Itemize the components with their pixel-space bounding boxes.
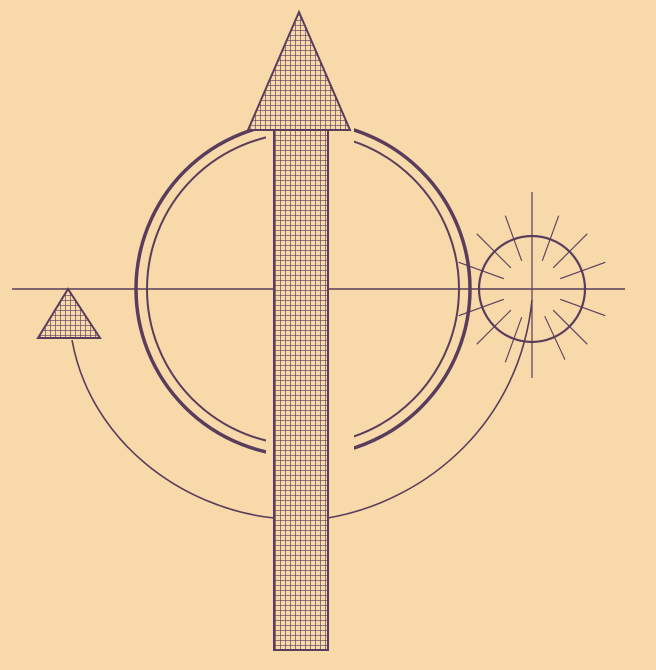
arrow-head <box>248 12 350 130</box>
sun-ray <box>477 234 511 268</box>
sun-ray <box>553 234 587 268</box>
radiating-sun-circle <box>459 192 606 378</box>
vertical-hatched-arrow <box>248 12 350 650</box>
sun-ray <box>553 310 587 344</box>
arrow-shaft <box>274 128 328 650</box>
curved-return-arrow-left <box>72 340 274 518</box>
hatched-triangle-arrowhead <box>38 289 100 338</box>
sun-ray <box>545 316 565 360</box>
sun-ray <box>477 310 511 344</box>
